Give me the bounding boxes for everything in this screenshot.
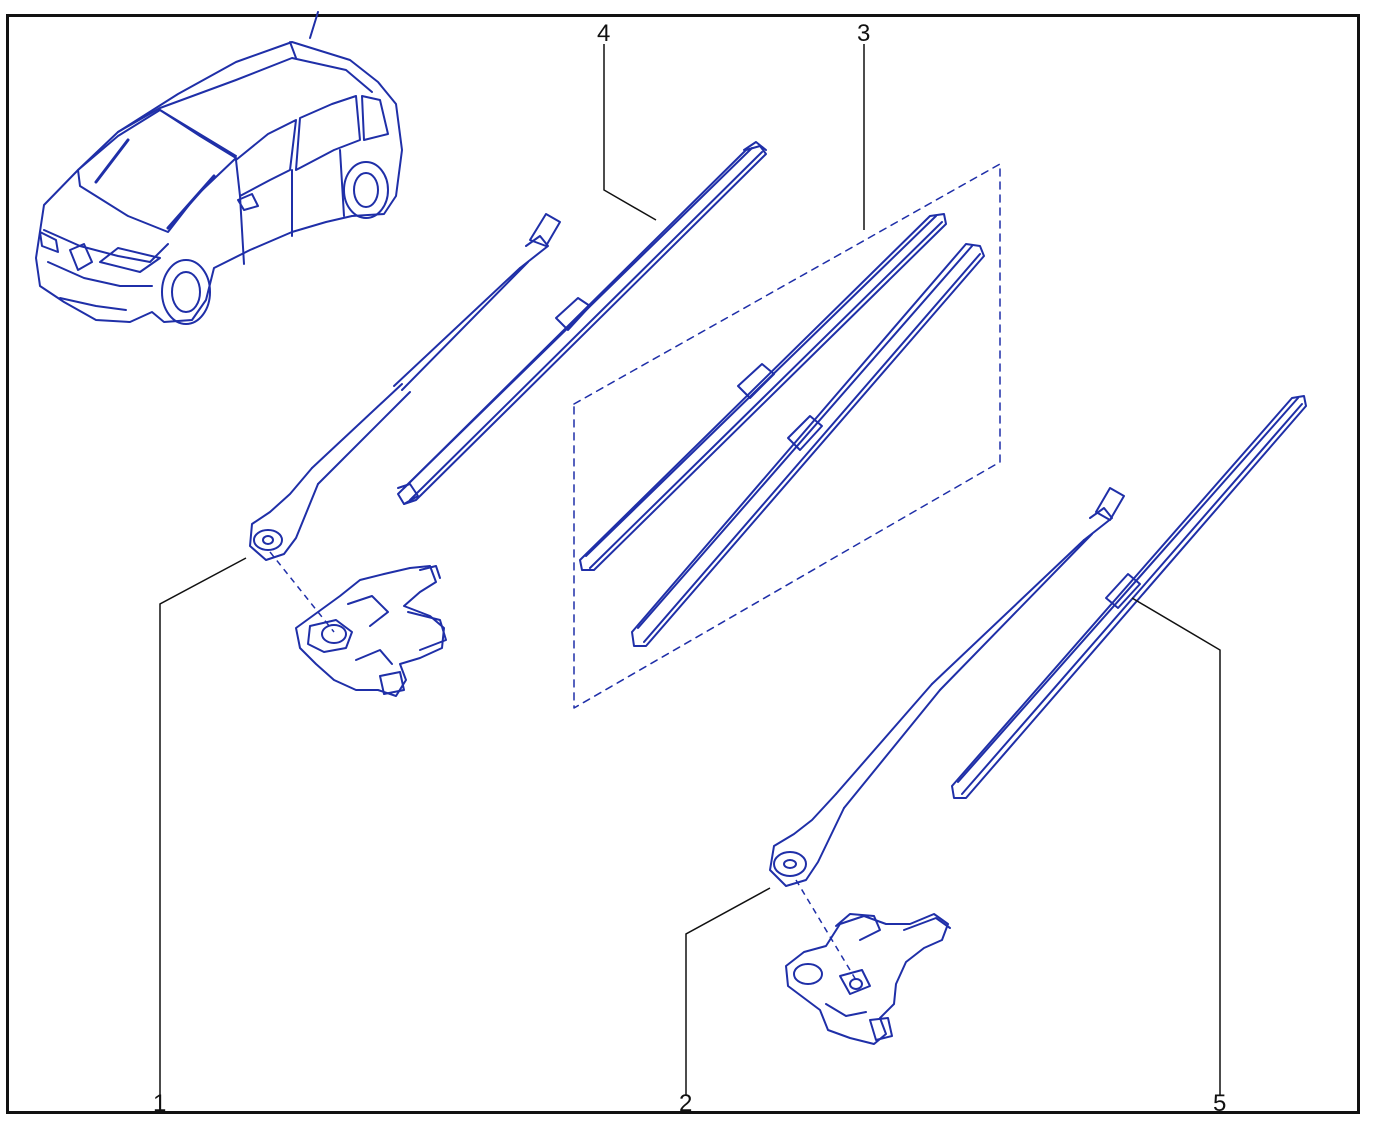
leader-line-1 [159, 557, 247, 1096]
right-wiper-motor [785, 913, 951, 1045]
left-wiper-motor [295, 565, 447, 697]
car-illustration [35, 11, 403, 325]
wiper-blade-4 [397, 141, 767, 505]
callout-3: 3 [857, 20, 871, 47]
wiper-blade-5 [951, 395, 1307, 799]
assembly-dash-lines [269, 551, 857, 981]
callout-1: 1 [153, 1090, 167, 1117]
right-wiper-arm [769, 487, 1125, 887]
diagram-frame [6, 14, 1360, 1114]
callout-4: 4 [597, 20, 611, 47]
wiper-blade-pair-3 [573, 163, 1001, 709]
callout-5: 5 [1213, 1090, 1227, 1117]
left-wiper-arm [249, 213, 561, 561]
callout-2: 2 [679, 1090, 693, 1117]
leader-line-4 [603, 44, 657, 221]
leader-line-2 [685, 887, 771, 1096]
leader-line-5 [1131, 597, 1221, 1096]
leader-lines [159, 44, 1221, 1096]
